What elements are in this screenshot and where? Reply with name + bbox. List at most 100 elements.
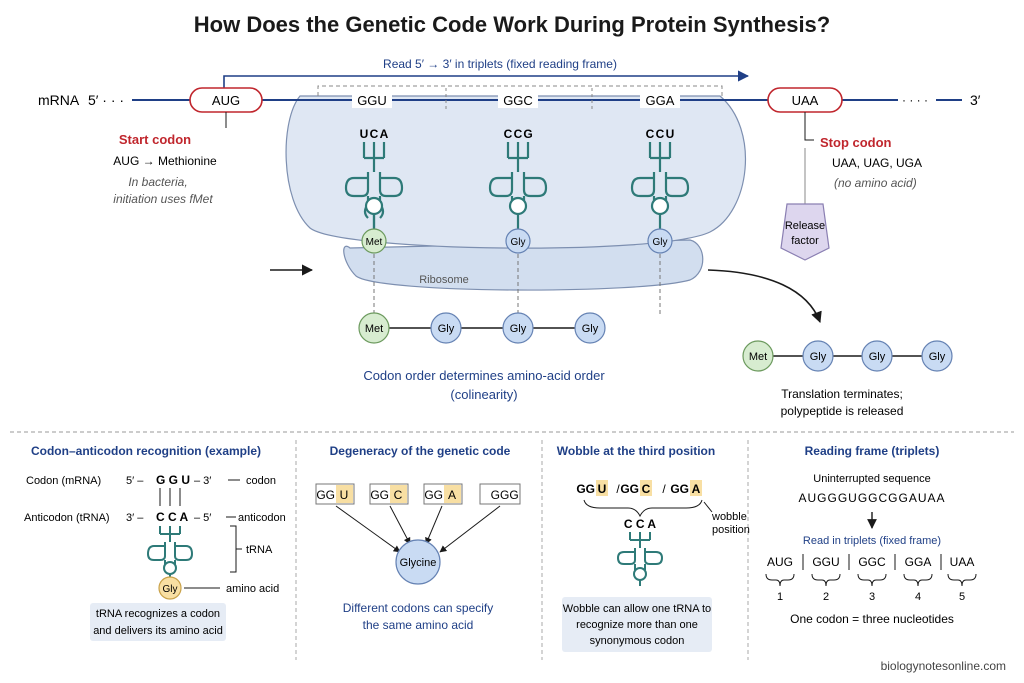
panel3-sep-1: / [616,482,620,496]
chain-right-3: Gly [869,351,886,363]
panel2-caption-1: Different codons can specify [343,601,494,615]
panel2-codon-3-third: A [448,488,456,502]
panel4-triplet-4: GGA [905,555,932,569]
trna-2-icon [488,142,548,230]
panel4-number-4: 4 [915,591,921,603]
trna-3-amino-acid: Gly [653,237,668,248]
panel1-caption-box [90,603,226,641]
panel2-codon-3-stem: GG [424,488,443,502]
mrna-strand: mRNA 5′ · · · · · · · 3′ AUG UAA GGU GGC… [38,85,981,113]
chain-middle-1: Met [365,323,383,335]
trna-1-amino-acid: Met [366,237,383,248]
panel4-read-label: Read in triplets (fixed frame) [803,535,941,547]
start-codon-heading: Start codon [119,132,191,147]
page-title: How Does the Genetic Code Work During Pr… [194,12,830,37]
trna-1-icon [344,142,404,232]
reading-direction-label: Read 5′ → 3′ in triplets (fixed reading … [383,57,617,71]
mrna-three-prime-dots: · · · · [902,93,928,107]
panel4-number-3: 3 [869,591,875,603]
panel-wobble: Wobble at the third position GG U / GG C… [557,444,750,652]
colinearity-line2: (colinearity) [450,387,517,402]
panel1-anticodon-tag: anticodon [238,512,286,524]
stop-codon-line1: UAA, UAG, UGA [832,156,922,170]
mrna-label: mRNA [38,92,80,108]
panel4-number-5: 5 [959,591,965,603]
panel4-triplet-5: UAA [950,555,975,569]
polypeptide-middle: Met Gly Gly Gly [358,312,606,344]
release-factor-shape [780,203,830,261]
panel1-trna-icon [146,526,194,578]
panel3-codon-3-stem: GG [670,482,689,496]
termination-line1: Translation terminates; [781,387,903,401]
start-codon-line1: AUG → Methionine [113,154,217,168]
trna-2-anticodon-2: C [514,127,523,141]
panel2-codon-1-third: U [340,488,349,502]
credit-text: biologynotesonline.com [881,659,1006,673]
panel3-caption-box [562,597,712,652]
panel4-triplets: AUG GGU GGC GGA UAA 1 2 3 4 5 [765,554,977,603]
panel4-number-1: 1 [777,591,783,603]
panel1-amino-acid: Gly [163,584,178,595]
panel-degeneracy: Degeneracy of the genetic code GG U GG C… [315,444,521,632]
panel-codon-anticodon: Codon–anticodon recognition (example) Co… [24,444,286,641]
release-factor-line2: factor [791,235,819,247]
release-arrow [707,269,822,324]
panel4-title: Reading frame (triplets) [805,444,940,458]
chain-right-4: Gly [929,351,946,363]
codon-3: GGA [646,93,675,108]
trna-3-anticodon-1: C [646,127,655,141]
chain-middle-4: Gly [582,323,599,335]
chain-middle-2: Gly [438,323,455,335]
panel2-codon-4: GG G [479,483,521,505]
start-codon-text: AUG [212,93,240,108]
trna-2: C C G Gly [488,127,548,254]
colinearity-line1: Codon order determines amino-acid order [363,368,605,383]
trna-1-anticodon-3: A [380,127,389,141]
panel3-wobble-2: position [712,524,750,536]
panel1-amino-tag: amino acid [226,583,279,595]
release-factor-line1: Release [785,220,825,232]
trna-1: U C A Met [344,127,404,254]
trna-2-amino-acid: Gly [511,237,526,248]
ribosome-label: Ribosome [419,274,469,286]
trna-2-anticodon-3: G [523,127,532,141]
start-codon-line2: In bacteria, [128,175,187,189]
panel1-anticodon-5: – 5′ [194,512,211,524]
chain-right-2: Gly [810,351,827,363]
panel1-trna-tag: tRNA [246,544,273,556]
stop-codon-line2: (no amino acid) [834,176,917,190]
mrna-three-prime: 3′ [970,92,981,108]
panel4-triplet-3: GGC [858,555,886,569]
panel3-caption-1: Wobble can allow one tRNA to [563,603,711,615]
codon-1: GGU [357,93,387,108]
trna-3-icon [630,142,690,230]
panel1-title: Codon–anticodon recognition (example) [31,444,261,458]
panel3-codon-1-stem: GG [576,482,595,496]
panel2-codon-4-third: G [509,488,518,502]
panel2-codon-1-stem: GG [316,488,335,502]
panel2-codon-3: GG A [423,483,463,505]
panel2-codon-1: GG U [315,483,355,505]
panel1-codon-seq: G G U [156,473,190,487]
trna-3-anticodon-2: C [656,127,665,141]
panel2-codon-4-stem: GG [491,488,510,502]
panel1-anticodon-3: 3′ – [126,512,144,524]
panel3-codon-3-third: A [692,482,701,496]
stop-codon-note: Stop codon UAA, UAG, UGA (no amino acid)… [780,112,922,261]
panel4-triplet-1: AUG [767,555,793,569]
panel2-title: Degeneracy of the genetic code [330,444,511,458]
panel1-caption-1: tRNA recognizes a codon [96,608,220,620]
polypeptide-released: Met Gly Gly Gly [742,340,953,372]
panel1-codon-5: 5′ – [126,475,144,487]
panel4-sequence: AUGGGUGGCGGAUAA [798,491,945,505]
mrna-five-prime: 5′ · · · [88,92,124,108]
panel2-target: Glycine [400,557,437,569]
panel3-trna-icon [616,532,664,586]
panel4-number-2: 2 [823,591,829,603]
panel1-caption-2: and delivers its amino acid [93,625,223,637]
panel1-codon-label: Codon (mRNA) [26,475,101,487]
panel2-codon-2-third: C [394,488,403,502]
panel3-caption-3: synonymous codon [590,635,685,647]
ribosome: Ribosome [285,95,747,291]
